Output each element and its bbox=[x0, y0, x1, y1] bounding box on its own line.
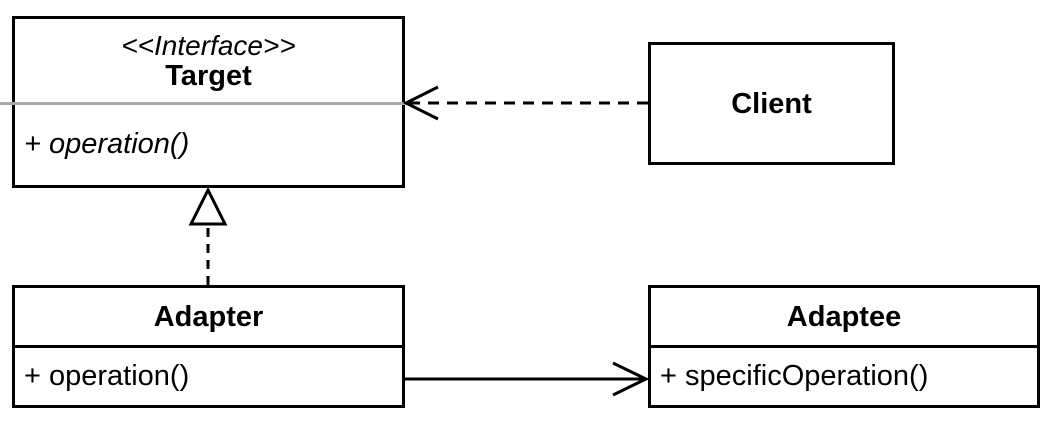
target-header-compartment: <<Interface>> Target bbox=[15, 19, 402, 103]
client-class-box: Client bbox=[648, 42, 895, 165]
target-class-name: Target bbox=[165, 60, 252, 92]
realization-arrow-adapter-to-target bbox=[188, 186, 228, 285]
adaptee-operation-label: + specificOperation() bbox=[660, 360, 929, 392]
adaptee-operations-compartment: + specificOperation() bbox=[651, 348, 1037, 405]
target-stereotype-label: <<Interface>> bbox=[121, 30, 296, 61]
client-class-name: Client bbox=[731, 87, 812, 120]
target-compartment-separator-line bbox=[0, 102, 406, 105]
open-arrowhead-icon bbox=[402, 85, 439, 121]
target-operation-label: + operation() bbox=[24, 127, 190, 160]
hollow-triangle-arrowhead-icon bbox=[188, 186, 228, 226]
association-arrow-adapter-to-adaptee bbox=[405, 361, 650, 397]
adapter-header-compartment: Adapter bbox=[15, 288, 402, 348]
adapter-operation-label: + operation() bbox=[24, 360, 190, 392]
adapter-class-box: Adapter + operation() bbox=[12, 285, 405, 408]
dependency-arrow-client-to-target bbox=[402, 85, 648, 121]
adaptee-class-name: Adaptee bbox=[786, 300, 902, 333]
adapter-class-name: Adapter bbox=[153, 300, 264, 333]
adaptee-header-compartment: Adaptee bbox=[651, 288, 1037, 348]
target-operations-compartment: + operation() bbox=[15, 103, 402, 185]
adaptee-class-box: Adaptee + specificOperation() bbox=[648, 285, 1040, 408]
open-arrowhead-icon bbox=[612, 361, 650, 397]
adapter-operations-compartment: + operation() bbox=[15, 348, 402, 405]
